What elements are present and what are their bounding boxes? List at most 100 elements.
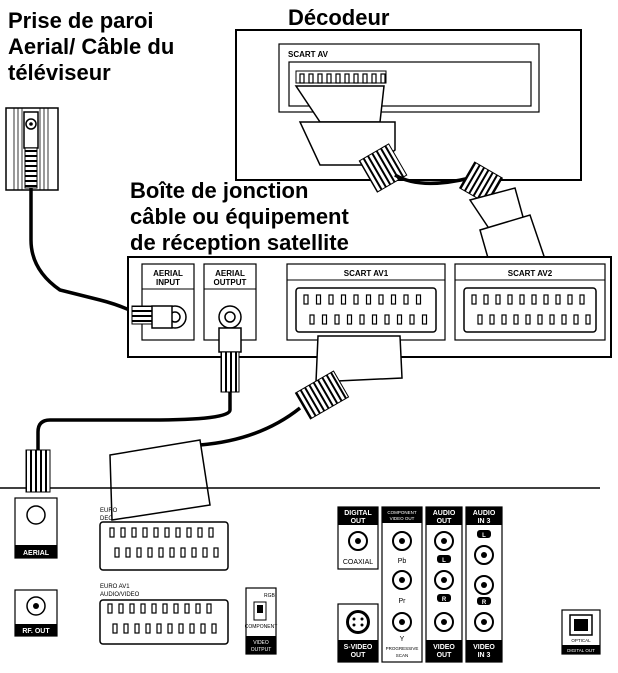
scart-pin <box>315 294 322 305</box>
scart-pin <box>561 314 567 325</box>
cable-box-label-line3: de réception satellite <box>130 230 349 255</box>
scart-pin <box>156 623 162 634</box>
scart-cable-av1 <box>109 335 403 521</box>
scart-pin <box>140 603 146 614</box>
audio-in3-label-2: IN 3 <box>478 518 491 525</box>
coaxial-label: COAXIAL <box>343 559 373 566</box>
scart-pin <box>208 527 214 538</box>
scart-pin <box>567 294 573 305</box>
scart-pin <box>136 547 142 558</box>
scart-pin <box>555 294 561 305</box>
aerial-input-label-2: INPUT <box>156 278 180 287</box>
scart-pin <box>131 527 137 538</box>
scart-pin <box>415 294 422 305</box>
scart-pin <box>371 73 377 84</box>
scart-pin <box>396 314 403 325</box>
scart-pin <box>200 623 206 634</box>
scart-pin <box>501 314 507 325</box>
aerial-input-label-1: AERIAL <box>153 269 183 278</box>
scart-pin <box>340 294 347 305</box>
scart-pin <box>477 314 483 325</box>
scart-pin <box>328 294 334 305</box>
scart-pin <box>549 314 555 325</box>
scart-pin <box>206 603 212 614</box>
progressive-scan-label-2: SCAN <box>396 653 409 658</box>
decoder-scart-label: SCART AV <box>288 50 329 59</box>
scart-pin <box>308 73 314 84</box>
scart-pin <box>390 294 397 305</box>
audio-in3-l-label: L <box>482 533 486 539</box>
scart-pin <box>145 623 151 634</box>
scart-pin <box>169 547 175 558</box>
recorder-panel: AERIAL RF. OUT EURO DEC EURO AV1 AUDIO/V… <box>14 449 601 663</box>
scart-pin <box>471 294 477 305</box>
scart-pin <box>189 623 195 634</box>
digital-out-label-1: DIGITAL <box>344 510 372 517</box>
scart-pin <box>309 314 315 325</box>
scart-pin <box>579 294 585 305</box>
scart-pin <box>371 314 378 325</box>
cable-box-label: Boîte de jonction câble ou équipement de… <box>130 178 349 256</box>
svideo-out-label-1: S-VIDEO <box>344 644 373 651</box>
pr-label: Pr <box>399 598 407 605</box>
wall-outlet-label: Prise de paroi Aerial/ Câble du télévise… <box>8 8 174 86</box>
audio-in3-label-1: AUDIO <box>473 510 496 517</box>
scart-pin <box>378 294 384 305</box>
scart-pin <box>303 294 309 305</box>
cable-box-label-line2: câble ou équipement <box>130 204 349 229</box>
scart-pin <box>123 623 129 634</box>
scart-pin <box>335 73 341 84</box>
euro-av1-label-1: EURO AV1 <box>100 584 130 590</box>
scart-pin <box>142 527 148 538</box>
scart-pin <box>537 314 543 325</box>
scart-pin <box>299 73 305 84</box>
scart-pin <box>531 294 537 305</box>
scart-pin <box>186 527 192 538</box>
aerial-label: AERIAL <box>23 550 50 557</box>
scart-pin <box>195 603 201 614</box>
scart-pin <box>167 623 173 634</box>
scart-pin <box>346 314 353 325</box>
scart-pin <box>317 73 323 84</box>
pb-label: Pb <box>398 558 407 565</box>
scart-pin <box>118 603 124 614</box>
scart-pin <box>384 314 390 325</box>
component-label: COMPONENT <box>245 624 278 630</box>
aerial-cable-plug-output <box>36 327 242 455</box>
scart-pin <box>162 603 168 614</box>
scart-pin <box>112 623 118 634</box>
wall-outlet <box>5 107 139 316</box>
progressive-scan-label-1: PROGRESSIVE <box>386 646 419 651</box>
cable-box-label-line1: Boîte de jonction <box>130 178 309 203</box>
scart-pin <box>362 73 368 84</box>
scart-pin <box>353 294 359 305</box>
rf-out-label: RF. OUT <box>22 628 50 635</box>
video-output-label-1: VIDEO <box>253 640 269 646</box>
scart-pin <box>321 314 328 325</box>
aerial-output-label-2: OUTPUT <box>214 278 247 287</box>
scart-pin <box>326 73 332 84</box>
scart-pin <box>213 547 219 558</box>
video-output-label-2: OUTPUT <box>251 647 272 653</box>
scart-pins <box>107 73 591 634</box>
scart-pin <box>134 623 140 634</box>
scart-pin <box>202 547 208 558</box>
scart-pin <box>191 547 197 558</box>
audio-out-label-1: AUDIO <box>433 510 456 517</box>
scart-pin <box>519 294 525 305</box>
scart-pin <box>483 294 489 305</box>
audio-out-r-label: R <box>442 597 447 603</box>
scart-pin <box>114 547 120 558</box>
digital-out-label-2: OUT <box>351 518 367 525</box>
scart-pin <box>211 623 217 634</box>
wall-outlet-label-line2: Aerial/ Câble du <box>8 34 175 59</box>
scart-pin <box>151 603 157 614</box>
scart-pin <box>158 547 164 558</box>
video-in3-label-1: VIDEO <box>473 644 495 651</box>
y-label: Y <box>400 636 405 643</box>
scart-pin <box>489 314 495 325</box>
scart-pin <box>125 547 131 558</box>
video-out-label-2: OUT <box>437 652 453 659</box>
scart-pin <box>525 314 531 325</box>
decoder-label: Décodeur <box>288 5 390 30</box>
